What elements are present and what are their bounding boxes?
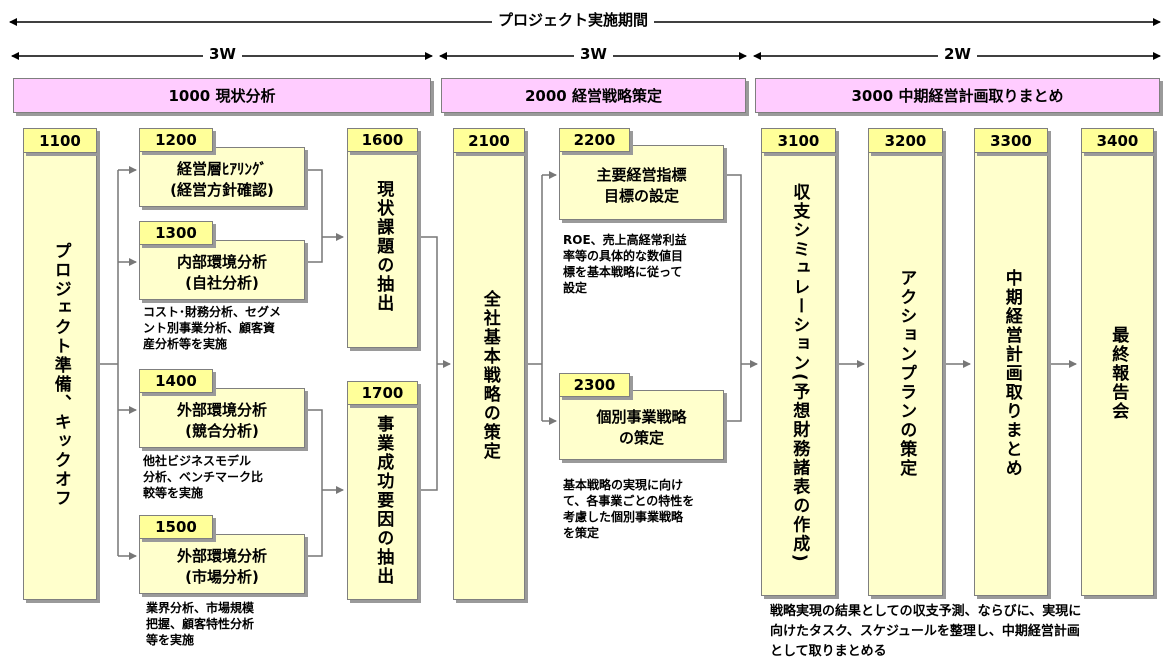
task-2300-code: 2300 bbox=[559, 373, 630, 397]
task-1200-code: 1200 bbox=[139, 128, 213, 152]
task-1300-box: 内部環境分析 (自社分析) bbox=[139, 240, 305, 300]
note-line: 設定 bbox=[563, 281, 588, 295]
phase-1000-bar: 1000 現状分析 bbox=[13, 78, 431, 113]
note-line: 標を基本戦略に従って bbox=[563, 265, 683, 279]
task-2200-box: 主要経営指標 目標の設定 bbox=[559, 145, 724, 220]
task-1500-note: 業界分析、市場規模 把握、顧客特性分析 等を実施 bbox=[146, 600, 254, 648]
note-line: 分析、ベンチマーク比 bbox=[143, 470, 264, 484]
task-1300-code: 1300 bbox=[139, 221, 213, 245]
duration-label-3: 2W bbox=[938, 47, 977, 62]
task-1700-code: 1700 bbox=[347, 381, 418, 405]
task-1600-box: 現状課題の抽出 bbox=[347, 145, 418, 348]
note-line: 業界分析、市場規模 bbox=[146, 601, 255, 615]
task-3300-box: 中期経営計画取りまとめ bbox=[974, 150, 1048, 596]
task-1100-code: 1100 bbox=[23, 128, 97, 153]
task-1400-code: 1400 bbox=[139, 369, 213, 393]
note-line: ROE、売上高経常利益 bbox=[563, 233, 687, 247]
task-1400-box: 外部環境分析 (競合分析) bbox=[139, 388, 305, 448]
task-3300-code: 3300 bbox=[974, 128, 1048, 153]
task-1400-note: 他社ビジネスモデル 分析、ベンチマーク比 較等を実施 bbox=[143, 453, 263, 501]
phase-3000-bar: 3000 中期経営計画取りまとめ bbox=[755, 78, 1160, 113]
task-2300-note: 基本戦略の実現に向け て、各事業ごとの特性を 考慮した個別事業戦略 を策定 bbox=[563, 477, 694, 541]
note-line: を策定 bbox=[563, 526, 600, 540]
task-1300-note: コスト･財務分析、セグメ ント別事業分析、顧客資 産分析等を実施 bbox=[143, 304, 281, 352]
task-2200-note: ROE、売上高経常利益 率等の具体的な数値目 標を基本戦略に従って 設定 bbox=[563, 232, 687, 296]
task-1200-line1: 経営層ﾋｱﾘﾝｸﾞ bbox=[176, 160, 267, 178]
task-3200-code: 3200 bbox=[868, 128, 943, 153]
note-line: 把握、顧客特性分析 bbox=[146, 617, 255, 631]
task-1600-code: 1600 bbox=[347, 128, 418, 152]
task-1400-line1: 外部環境分析 bbox=[176, 401, 267, 419]
task-1400-line2: (競合分析) bbox=[185, 422, 259, 440]
note-line: 向けたタスク、スケジュールを整理し、中期経営計画 bbox=[770, 624, 1080, 639]
task-1300-line2: (自社分析) bbox=[185, 274, 259, 292]
task-1700-label: 事業成功要因の抽出 bbox=[373, 414, 394, 586]
task-2100-box: 全社基本戦略の策定 bbox=[453, 150, 525, 600]
note-line: 等を実施 bbox=[146, 633, 195, 647]
task-2300-line2: の策定 bbox=[618, 429, 664, 447]
task-3400-label: 最終報告会 bbox=[1108, 325, 1129, 421]
task-1200-line2: (経営方針確認) bbox=[170, 181, 274, 199]
project-period-title: プロジェクト実施期間 bbox=[492, 13, 655, 28]
note-line: として取りまとめる bbox=[770, 644, 887, 659]
task-3100-code: 3100 bbox=[761, 128, 836, 153]
task-2100-code: 2100 bbox=[453, 128, 525, 153]
note-line: ント別事業分析、顧客資 bbox=[143, 321, 276, 335]
task-3100-label: 収支シミュレーション(予想財務諸表の作成) bbox=[789, 182, 810, 564]
note-line: 産分析等を実施 bbox=[143, 337, 228, 351]
task-3100-box: 収支シミュレーション(予想財務諸表の作成) bbox=[761, 150, 836, 596]
task-3300-label: 中期経営計画取りまとめ bbox=[1001, 268, 1022, 478]
task-1200-box: 経営層ﾋｱﾘﾝｸﾞ (経営方針確認) bbox=[139, 147, 305, 207]
note-line: 基本戦略の実現に向け bbox=[563, 478, 684, 492]
task-1300-line1: 内部環境分析 bbox=[176, 253, 267, 271]
task-3400-code: 3400 bbox=[1081, 128, 1154, 153]
task-2300-line1: 個別事業戦略 bbox=[596, 408, 687, 426]
phase-2000-bar: 2000 経営戦略策定 bbox=[441, 78, 746, 113]
note-line: 考慮した個別事業戦略 bbox=[563, 510, 684, 524]
task-3200-label: アクションプランの策定 bbox=[896, 268, 917, 478]
task-1500-line1: 外部環境分析 bbox=[176, 547, 267, 565]
duration-label-2: 3W bbox=[574, 47, 613, 62]
note-line: 戦略実現の結果としての収支予測、ならびに、実現に bbox=[770, 604, 1082, 619]
task-2200-line1: 主要経営指標 bbox=[596, 165, 687, 184]
task-2200-line2: 目標の設定 bbox=[603, 186, 679, 205]
note-line: 他社ビジネスモデル bbox=[143, 454, 252, 468]
task-1700-box: 事業成功要因の抽出 bbox=[347, 400, 418, 600]
task-2200-code: 2200 bbox=[559, 128, 630, 152]
task-3200-box: アクションプランの策定 bbox=[868, 150, 943, 596]
duration-label-1: 3W bbox=[203, 47, 242, 62]
task-3400-box: 最終報告会 bbox=[1081, 150, 1154, 596]
task-1500-code: 1500 bbox=[139, 515, 213, 539]
task-1500-box: 外部環境分析 (市場分析) bbox=[139, 534, 305, 594]
note-line: コスト･財務分析、セグメ bbox=[143, 305, 282, 319]
note-line: 率等の具体的な数値目 bbox=[563, 249, 684, 263]
task-1500-line2: (市場分析) bbox=[185, 568, 259, 586]
note-line: て、各事業ごとの特性を bbox=[563, 494, 695, 508]
task-2100-label: 全社基本戦略の策定 bbox=[479, 289, 500, 461]
note-line: 較等を実施 bbox=[143, 486, 204, 500]
phase-3000-note: 戦略実現の結果としての収支予測、ならびに、実現に 向けたタスク、スケジュールを整… bbox=[770, 602, 1081, 662]
task-1600-label: 現状課題の抽出 bbox=[373, 180, 394, 313]
task-1100-label: プロジェクト準備、キックオフ bbox=[50, 242, 71, 508]
task-1100-box: プロジェクト準備、キックオフ bbox=[23, 150, 97, 600]
task-2300-box: 個別事業戦略 の策定 bbox=[559, 390, 724, 460]
